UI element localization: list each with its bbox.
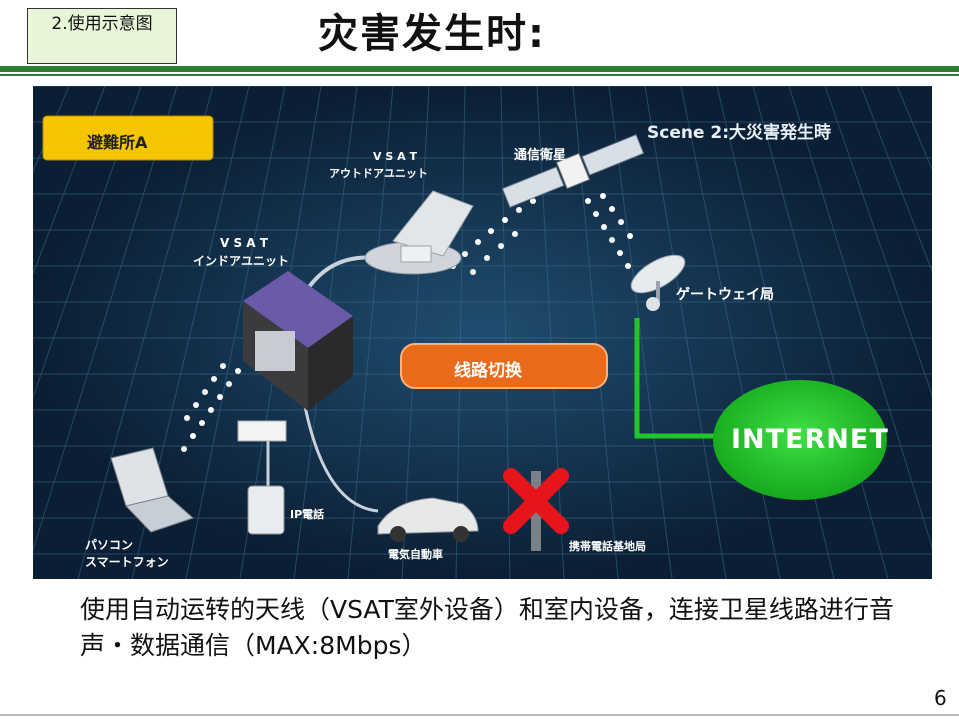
internet-line [634,318,718,439]
satellite-label: 通信衛星 [514,148,567,163]
shelter-box [42,115,214,161]
slide-title: 灾害发生时: [318,11,546,57]
switch-pill [400,343,608,389]
title-rule-thick [0,66,959,72]
gateway-label: ゲートウェイ局 [676,287,774,303]
switch-label: 线路切换 [454,361,522,381]
footer-line [0,714,959,716]
ev-car-graphic [377,497,479,542]
page-number: 6 [934,686,947,710]
ev-label: 電気自動車 [388,548,443,561]
vsat-outdoor-line2: アウトドアユニット [329,167,428,180]
vsat-indoor-line2: インドアユニット [193,254,290,268]
internet-label: INTERNET [731,424,889,455]
vsat-indoor-unit [243,271,353,411]
ip-phone-graphic [247,485,285,535]
shelter-label: 避難所A [87,133,148,152]
red-cross-mark [503,468,569,534]
scene-graphics [33,86,932,579]
ip-phone-label: IP電話 [290,508,325,521]
laptop-graphic [110,447,194,533]
pc-line2: スマートフォン [85,555,169,569]
vsat-indoor-line1: V S A T [220,236,268,250]
vsat-outdoor-dish [364,190,474,275]
pc-line1: パソコン [85,538,134,552]
ip-adapter [237,420,287,442]
base-station-label: 携帯電話基地局 [569,540,646,553]
internet-ellipse [713,380,887,500]
title-rule-thin [0,74,959,76]
scene-illustration: Scene 2:大災害発生時 避難所A V S A T アウトドアユニット 通信… [33,86,932,579]
satellite-graphic [501,134,645,208]
scene-title: Scene 2:大災害発生時 [647,123,832,143]
caption-text: 使用自动运转的天线（VSAT室外设备）和室内设备，连接卫星线路进行音声・数据通信… [80,595,894,660]
vsat-outdoor-line1: V S A T [373,150,417,163]
cable-ev [301,395,379,513]
section-tag: 2.使用示意图 [27,8,177,64]
perspective-grid [33,86,932,579]
gateway-dish [630,254,686,311]
